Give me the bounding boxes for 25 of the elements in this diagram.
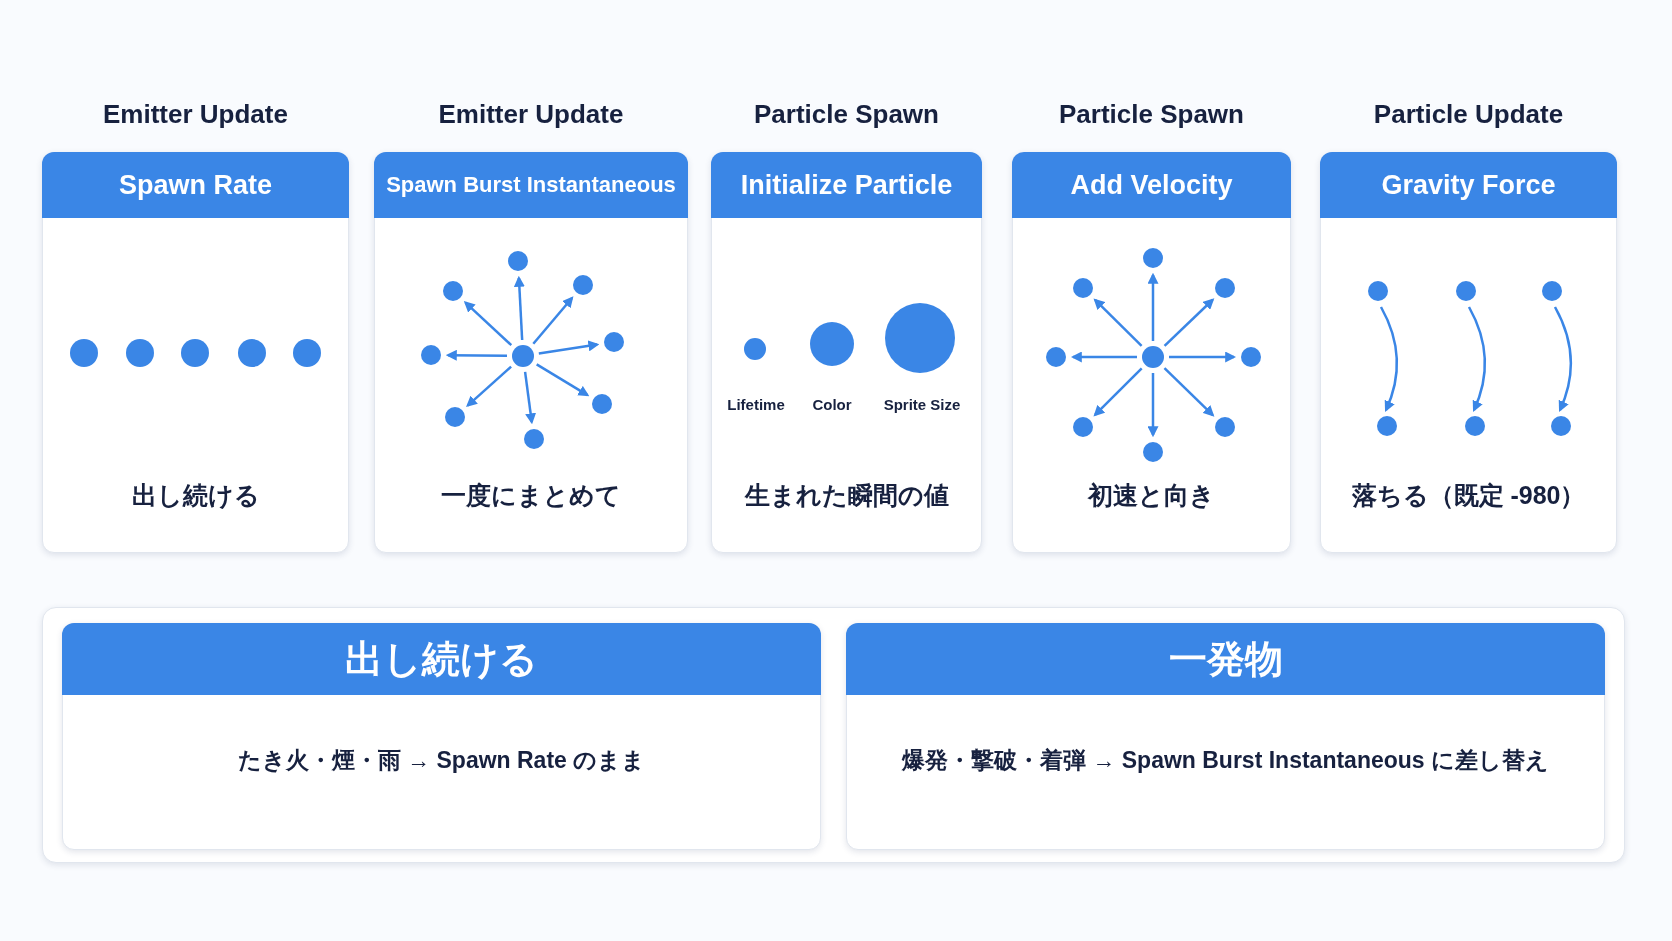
- circle-label: Lifetime: [727, 395, 785, 415]
- usage-text: たき火・煙・雨 → Spawn Rate のまま: [236, 746, 647, 775]
- stage-heading: Particle Update: [1372, 98, 1565, 131]
- stage-heading: Emitter Update: [102, 98, 289, 131]
- module-title-bar: Gravity Force: [1320, 152, 1617, 218]
- module-title-bar: Initialize Particle: [711, 152, 982, 218]
- circle-label: Color: [812, 395, 852, 415]
- circle-label: Sprite Size: [883, 395, 961, 415]
- usage-title-bar: 出し続ける: [62, 623, 821, 695]
- summary-panel: [42, 607, 1625, 863]
- caption-text: 一度にまとめて: [440, 480, 622, 511]
- usage-title-bar: 一発物: [846, 623, 1605, 695]
- caption-text: 落ちる（既定 -980）: [1350, 480, 1587, 511]
- stage-heading: Particle Spawn: [1058, 98, 1245, 131]
- usage-text: 爆発・撃破・着弾 → Spawn Burst Instantaneous に差し替え: [900, 746, 1550, 775]
- stage-heading: Particle Spawn: [753, 98, 940, 131]
- module-title-bar: Add Velocity: [1012, 152, 1291, 218]
- module-title-bar: Spawn Rate: [42, 152, 349, 218]
- usage-card: [62, 623, 821, 850]
- caption-text: 出し続ける: [130, 480, 261, 511]
- caption-text: 初速と向き: [1086, 480, 1216, 511]
- caption-text: 生まれた瞬間の値: [743, 480, 950, 511]
- usage-card: [846, 623, 1605, 850]
- module-title-bar: Spawn Burst Instantaneous: [374, 152, 688, 218]
- stage-heading: Emitter Update: [437, 98, 625, 131]
